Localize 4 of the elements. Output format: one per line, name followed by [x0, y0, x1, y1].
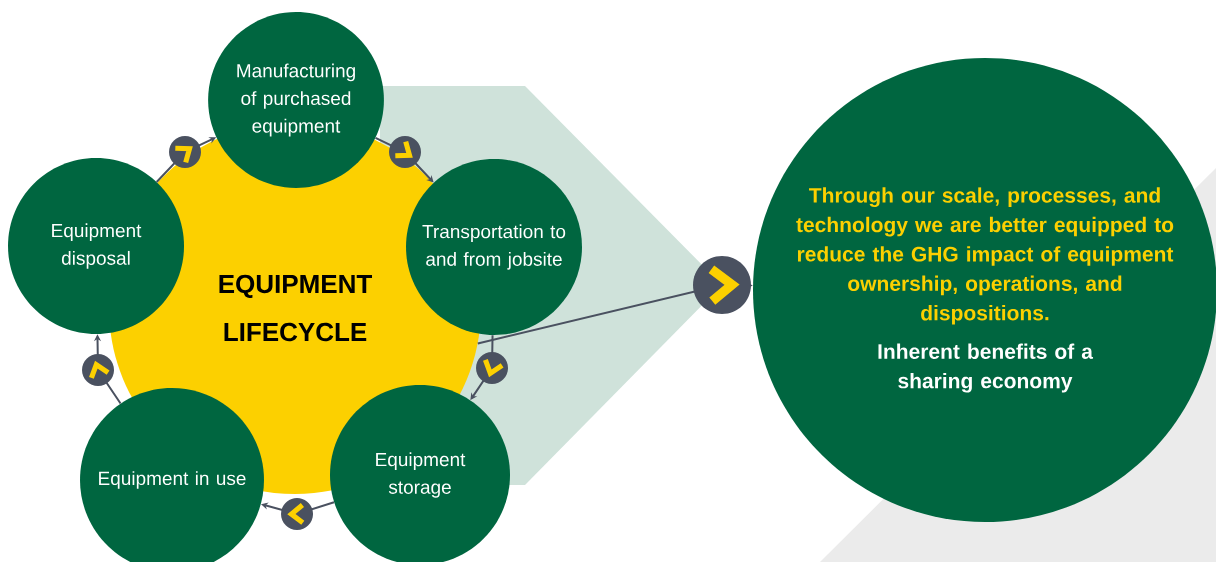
- chevron-arrow: [82, 334, 122, 405]
- chevron-arrow: [261, 498, 336, 530]
- chevron-arrow: [374, 136, 434, 183]
- chevron-arrow: [476, 256, 753, 345]
